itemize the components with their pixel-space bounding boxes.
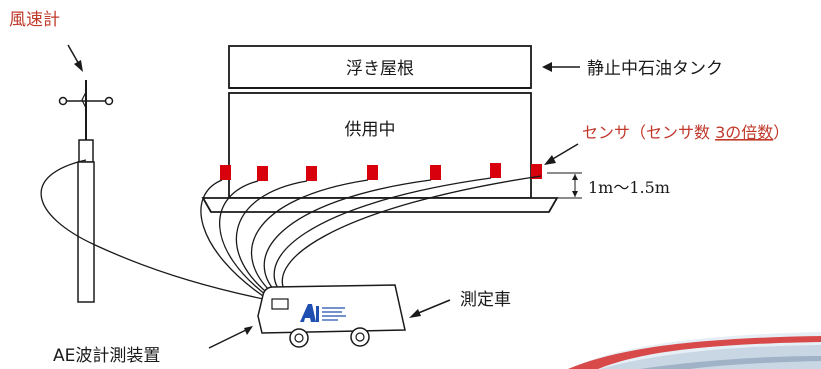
- sensor: [490, 163, 501, 178]
- ae-device-leader: [208, 326, 253, 349]
- vehicle-label: 測定車: [460, 290, 511, 310]
- sensor: [531, 164, 542, 179]
- in-service-label: 供用中: [345, 120, 396, 140]
- floating-roof-label: 浮き屋根: [346, 59, 414, 79]
- sensor-label-count: 3の倍数: [715, 123, 773, 142]
- sensor-label-suffix: ）: [773, 123, 789, 142]
- measurement-vehicle: [257, 284, 406, 348]
- tank-leader: [542, 62, 580, 72]
- tank: [201, 45, 559, 213]
- tank-photo: [568, 332, 821, 369]
- sensor-cables: [200, 175, 542, 299]
- ae-device-label: AE波計測装置: [53, 346, 160, 366]
- sensor-label-prefix: センサ（センサ数: [582, 123, 715, 142]
- sensor: [430, 165, 441, 180]
- height-label: 1m〜1.5m: [588, 178, 670, 197]
- anemometer-label: 風速計: [9, 10, 60, 30]
- company-logo: [300, 304, 346, 322]
- sensor-leader: [544, 143, 579, 165]
- anemometer: [58, 80, 114, 303]
- anemometer-arrow: [67, 44, 83, 72]
- sensor: [367, 165, 378, 180]
- height-indicator: [547, 172, 582, 199]
- tank-label: 静止中石油タンク: [587, 59, 723, 79]
- sensor: [306, 166, 317, 181]
- vehicle-leader: [409, 299, 451, 318]
- anemometer-cable: [40, 159, 269, 301]
- sensors: [220, 163, 542, 181]
- sensor: [220, 165, 231, 180]
- sensor-label: センサ（センサ数 3の倍数）: [582, 123, 789, 142]
- sensor: [257, 166, 268, 181]
